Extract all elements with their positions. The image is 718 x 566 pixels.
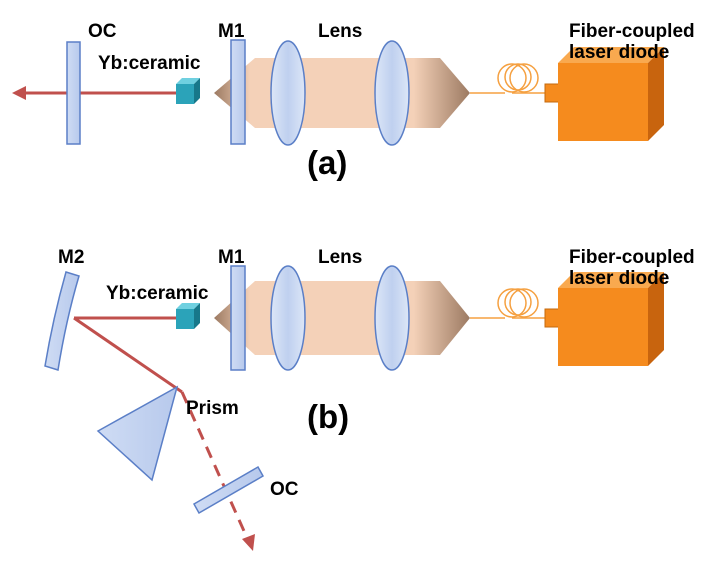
lens-label-b: Lens (318, 247, 362, 268)
output-coupler-plate-b (192, 465, 265, 515)
caption-a: (a) (307, 144, 347, 181)
diode-label-line2-b: laser diode (569, 268, 669, 289)
output-coupler-mirror-a (66, 41, 81, 145)
fiber-coil-a (470, 63, 548, 94)
fiber-coil-b (470, 288, 548, 319)
diode-label-line1-a: Fiber-coupled (569, 21, 695, 42)
m2-label-b: M2 (58, 247, 84, 268)
pump-cone-b (214, 281, 470, 355)
yb-ceramic-crystal-b (176, 303, 200, 329)
lens-1-a (270, 40, 306, 146)
output-beam-arrow-a (12, 86, 26, 100)
caption-b: (b) (307, 398, 349, 435)
laser-diode-a (544, 47, 664, 141)
output-beam-dashed-b (180, 391, 250, 541)
panel-b: M2 Yb:ceramic M1 Lens Fiber-coupled lase… (44, 247, 695, 551)
yb-ceramic-label-a: Yb:ceramic (98, 53, 201, 74)
lens-2-a (374, 40, 410, 146)
m1-mirror-b (230, 265, 246, 371)
lens-label-a: Lens (318, 21, 362, 42)
diode-label-line1-b: Fiber-coupled (569, 247, 695, 268)
oc-label-a: OC (88, 21, 117, 42)
m1-mirror-a (230, 39, 246, 145)
yb-ceramic-crystal-a (176, 78, 200, 104)
prism-label-b: Prism (186, 398, 239, 419)
prism-b (96, 385, 179, 482)
laser-diode-b (544, 272, 664, 366)
m1-label-b: M1 (218, 247, 245, 268)
m1-label-a: M1 (218, 21, 245, 42)
lens-2-b (374, 265, 410, 371)
diode-label-line2-a: laser diode (569, 42, 669, 63)
m2-curved-mirror-b (44, 271, 80, 371)
lens-1-b (270, 265, 306, 371)
pump-cone-a (214, 58, 470, 128)
oc-label-b: OC (270, 479, 299, 500)
output-beam-arrow-b (242, 534, 255, 551)
panel-a: OC Yb:ceramic M1 Lens Fiber-coupled lase… (12, 21, 695, 181)
yb-ceramic-label-b: Yb:ceramic (106, 283, 209, 304)
folded-beam-b (73, 316, 183, 394)
